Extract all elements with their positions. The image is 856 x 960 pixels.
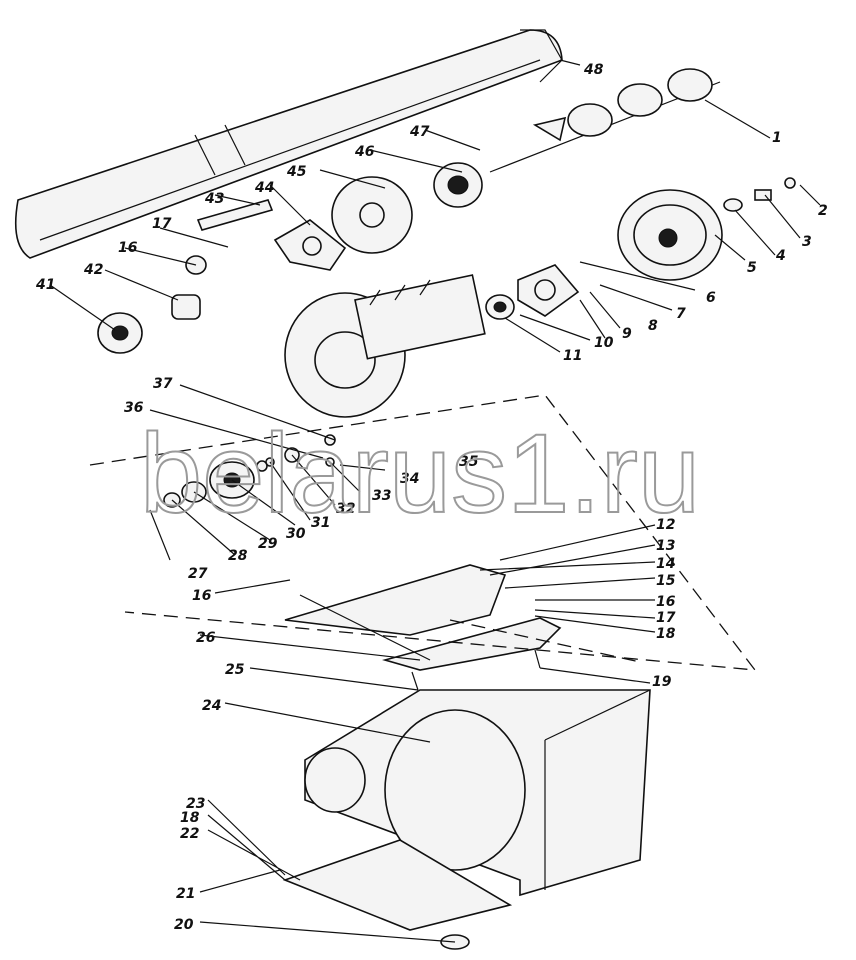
callout-4: 4 — [775, 248, 786, 264]
flange-part-44 — [273, 219, 347, 271]
callout-46: 46 — [354, 144, 375, 160]
callout-34: 34 — [400, 471, 419, 487]
callout-15: 15 — [656, 573, 676, 589]
callout-43: 43 — [204, 191, 224, 207]
callout-16-left: 16 — [192, 588, 212, 604]
pulley-part-5 — [617, 189, 723, 281]
disc-part-46 — [433, 162, 483, 208]
callout-14: 14 — [656, 556, 675, 572]
callout-20: 20 — [174, 917, 194, 933]
callout-28: 28 — [228, 548, 248, 564]
callout-48: 48 — [583, 62, 604, 78]
callout-18-right: 18 — [656, 626, 676, 642]
auger-tube — [14, 29, 563, 259]
callout-26: 26 — [196, 630, 216, 646]
callout-32: 32 — [336, 501, 355, 517]
assembly-boundary — [89, 394, 757, 671]
callout-29: 29 — [258, 536, 278, 552]
leader-lines — [49, 59, 821, 943]
callout-17-top: 17 — [152, 216, 172, 232]
callout-3: 3 — [802, 234, 812, 250]
callout-5: 5 — [747, 260, 757, 276]
callout-19: 19 — [652, 674, 672, 690]
callout-25: 25 — [225, 662, 245, 678]
callout-47: 47 — [409, 124, 430, 140]
bolt-part-25 — [411, 671, 419, 691]
callout-27: 27 — [188, 566, 208, 582]
bolt-part-19 — [534, 649, 541, 669]
bar-part-43 — [196, 199, 274, 231]
callout-11: 11 — [563, 348, 582, 364]
callout-1: 1 — [772, 130, 782, 146]
bushing-part-42 — [171, 294, 201, 320]
callout-7: 7 — [676, 306, 686, 322]
callout-35: 35 — [459, 454, 479, 470]
callout-labels: 1 2 3 4 5 6 7 8 9 10 11 12 13 14 15 16 1… — [35, 62, 828, 933]
callout-42: 42 — [83, 262, 103, 278]
callout-8: 8 — [648, 318, 658, 334]
callout-12: 12 — [656, 517, 675, 533]
fan-rotor-part-35 — [284, 274, 486, 418]
bottom-plate-part-21 — [282, 839, 513, 931]
callout-16-top: 16 — [118, 240, 138, 256]
small-parts-2-3-4 — [723, 177, 796, 212]
flange-part-10 — [517, 264, 580, 317]
callout-41: 41 — [35, 277, 55, 293]
callout-13: 13 — [656, 538, 675, 554]
callout-37: 37 — [153, 376, 173, 392]
callout-10: 10 — [594, 335, 614, 351]
callout-23: 23 — [186, 796, 205, 812]
callout-45: 45 — [286, 164, 307, 180]
bearing-part-11 — [485, 294, 515, 320]
disc-part-45 — [331, 176, 413, 254]
callout-24: 24 — [202, 698, 221, 714]
callout-9: 9 — [622, 326, 632, 342]
sprocket-part-41 — [97, 312, 143, 354]
cover-plate-part-13 — [284, 564, 507, 636]
callout-6: 6 — [706, 290, 716, 306]
auger-screw-part-1 — [489, 68, 721, 173]
callout-44: 44 — [254, 180, 274, 196]
callout-21: 21 — [176, 886, 195, 902]
callout-36: 36 — [124, 400, 144, 416]
watermark-text: belarus1.ru — [140, 411, 700, 536]
housing-part-24 — [304, 689, 651, 897]
callout-31: 31 — [311, 515, 330, 531]
callout-30: 30 — [286, 526, 306, 542]
callout-16-right: 16 — [656, 594, 676, 610]
callout-18-bottom: 18 — [180, 810, 200, 826]
callout-2: 2 — [818, 203, 828, 219]
callout-33: 33 — [372, 488, 391, 504]
callout-22: 22 — [180, 826, 199, 842]
callout-17-right: 17 — [656, 610, 676, 626]
